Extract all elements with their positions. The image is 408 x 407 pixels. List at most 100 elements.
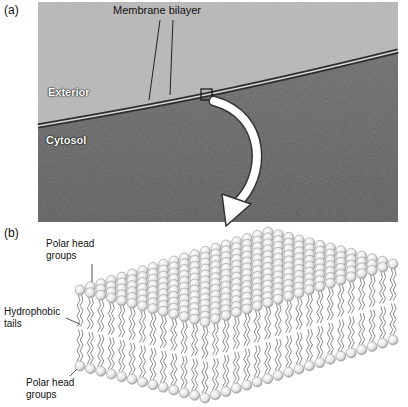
hydrophobic-tail	[91, 332, 94, 364]
hydrophobic-tail	[150, 314, 153, 346]
hydrophobic-tail	[181, 356, 184, 388]
polar-head	[179, 312, 189, 322]
polar-head	[263, 298, 273, 308]
hydrophobic-tail	[317, 292, 320, 324]
hydrophobic-tail	[383, 307, 386, 339]
hydrophobic-tail	[160, 316, 163, 348]
hydrophobic-tail	[317, 326, 320, 358]
grain-overlay	[38, 2, 398, 222]
hydrophobic-tail	[122, 340, 125, 372]
hydrophobic-tail	[362, 313, 365, 345]
hydrophobic-tail	[275, 304, 278, 336]
hydrophobic-tail	[331, 323, 334, 355]
hydrophobic-tail	[341, 285, 344, 317]
hydrophobic-tail	[372, 310, 375, 342]
polar-head	[304, 361, 314, 371]
polar-head	[75, 361, 85, 371]
hydrophobic-tail	[205, 362, 208, 394]
leader-line	[170, 20, 173, 95]
hydrophobic-tail	[91, 298, 94, 330]
hydrophobic-tail	[247, 314, 250, 346]
hydrophobic-tail	[299, 333, 302, 365]
hydrophobic-tail	[359, 279, 362, 311]
hydrophobic-tail	[181, 322, 184, 354]
polar-head	[263, 374, 273, 384]
hydrophobic-tail	[286, 336, 289, 368]
polar-head	[127, 374, 137, 384]
hydrophobic-tail	[348, 316, 351, 348]
polar-head	[325, 354, 335, 364]
hydrophobic-tail	[160, 351, 163, 383]
polar-head	[106, 369, 116, 379]
polar-head	[273, 370, 283, 380]
hydrophobic-tail	[205, 327, 208, 359]
hydrophobic-tail	[257, 345, 260, 377]
polar-head	[200, 393, 210, 403]
hydrophobic-tail	[244, 314, 247, 346]
hydrophobic-tail	[143, 346, 146, 378]
hydrophobic-tail	[278, 339, 281, 371]
hydrophobic-tail	[296, 298, 299, 330]
polar-head	[148, 304, 158, 314]
hydrophobic-tail	[275, 339, 278, 371]
hydrophobic-tail	[212, 358, 215, 390]
hydrophobic-tail	[265, 342, 268, 374]
hydrophobic-tail	[289, 301, 292, 333]
hydrophobic-tail	[331, 288, 334, 320]
hydrophobic-tail	[143, 311, 146, 343]
zoom-arrow	[214, 101, 257, 204]
lipid-bilayer	[75, 227, 398, 403]
hydrophobic-tail	[132, 343, 135, 375]
hydrophobic-tail	[164, 351, 167, 383]
hydrophobic-tail	[129, 308, 132, 340]
zoom-arrowhead	[222, 194, 251, 226]
hydrophobic-tail	[111, 338, 114, 370]
polar-head	[85, 288, 95, 298]
hydrophobic-tail	[369, 275, 372, 307]
membrane-line	[38, 51, 398, 126]
polar-head	[210, 314, 220, 324]
hydrophobic-tail	[380, 272, 383, 304]
zoom-arrow	[214, 101, 257, 204]
polar-head	[231, 383, 241, 393]
hydrophobic-tail	[122, 306, 125, 338]
hydrophobic-tail	[108, 338, 111, 370]
polar-head	[169, 309, 179, 319]
membrane-line	[38, 51, 398, 126]
hydrophobic-tail	[369, 310, 372, 342]
part-label: Polar head groups	[46, 238, 106, 262]
hydrophobic-tail	[372, 275, 375, 307]
hydrophobic-tail	[119, 340, 122, 372]
polar-head	[294, 288, 304, 298]
polar-head	[190, 314, 200, 324]
polar-head	[367, 265, 377, 275]
hydrophobic-tail	[174, 319, 177, 351]
hydrophobic-tail	[101, 335, 104, 367]
hydrophobic-tail	[383, 272, 386, 304]
polar-head	[304, 285, 314, 295]
hydrophobic-tail	[351, 316, 354, 348]
polar-head	[138, 377, 148, 387]
polar-head	[284, 291, 294, 301]
hydrophobic-tail	[390, 304, 393, 336]
polar-head	[388, 259, 398, 269]
polar-head	[96, 290, 106, 300]
hydrophobic-tail	[108, 303, 111, 335]
hydrophobic-tail	[223, 321, 226, 353]
hydrophobic-tail	[286, 301, 289, 333]
polar-head	[273, 294, 283, 304]
bilayer-side	[80, 264, 393, 398]
polar-head	[252, 377, 262, 387]
polar-head	[158, 382, 168, 392]
hydrophobic-tail	[202, 362, 205, 394]
hydrophobic-tail	[310, 329, 313, 361]
hydrophobic-tail	[164, 316, 167, 348]
polar-head	[378, 338, 388, 348]
hydrophobic-tail	[257, 311, 260, 343]
hydrophobic-tail	[171, 354, 174, 386]
hydrophobic-tail	[226, 321, 229, 353]
hydrophobic-tail	[348, 282, 351, 314]
hydrophobic-tail	[237, 352, 240, 384]
polar-head	[96, 366, 106, 376]
